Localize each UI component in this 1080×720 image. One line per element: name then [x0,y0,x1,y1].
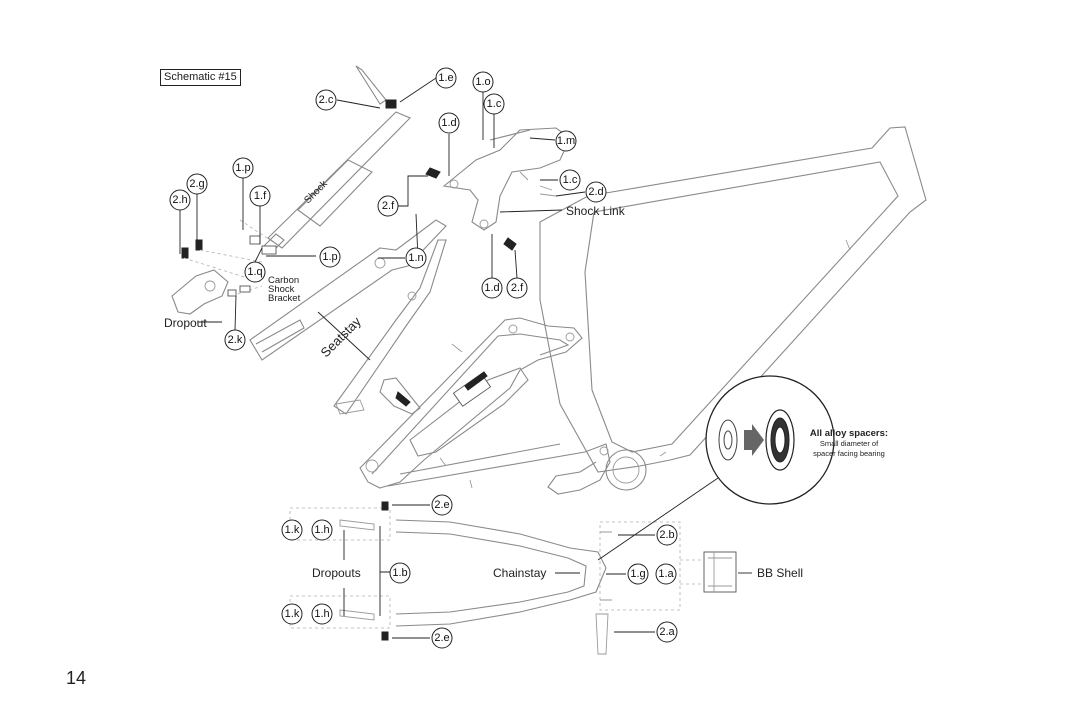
dropouts-label: Dropouts [312,566,361,580]
callout-2k: 2.k [224,329,246,351]
svg-text:2.b: 2.b [659,529,674,541]
callout-1c-top: 1.c [483,93,505,115]
svg-text:1.g: 1.g [630,568,645,580]
callout-2f-right: 2.f [506,277,528,299]
svg-text:2.c: 2.c [319,94,334,106]
callout-1d-bottom: 1.d [481,277,503,299]
dropout-label: Dropout [164,316,207,330]
callout-1a: 1.a [655,563,677,585]
svg-text:1.k: 1.k [285,524,300,536]
svg-text:1.h: 1.h [314,524,329,536]
carbon-shock-bracket-line-1: Carbon [268,275,299,286]
callout-2g: 2.g [186,173,208,195]
chainstay-label: Chainstay [493,566,546,580]
svg-text:1.a: 1.a [658,568,674,580]
callout-2a: 2.a [656,621,678,643]
spacer-note-line-2: spacer facing bearing [813,449,885,458]
svg-text:1.q: 1.q [247,266,262,278]
svg-text:2.a: 2.a [659,626,675,638]
shock-link-part [425,127,571,251]
assembled-rear-end [359,317,611,495]
svg-text:2.f: 2.f [382,200,395,212]
svg-text:1.m: 1.m [557,135,575,147]
svg-text:1.e: 1.e [438,72,453,84]
callout-1k-top: 1.k [281,519,303,541]
svg-text:1.d: 1.d [484,282,499,294]
svg-text:1.k: 1.k [285,608,300,620]
svg-text:1.c: 1.c [563,174,578,186]
svg-text:2.k: 2.k [228,334,243,346]
callout-1d-top: 1.d [438,112,460,134]
spacer-note-line-1: Small diameter of [820,439,879,448]
svg-text:2.d: 2.d [588,186,603,198]
schematic-label: Schematic #15 [160,69,241,86]
callout-2f-left: 2.f [377,195,399,217]
svg-text:2.e: 2.e [434,499,449,511]
callout-2e-bottom: 2.e [431,627,453,649]
callout-2b: 2.b [656,524,678,546]
seatstay-part [249,219,447,415]
callout-1c-mid: 1.c [559,169,581,191]
callout-1o: 1.o [472,71,494,93]
seatstay-label: Seatstay [318,313,365,360]
svg-text:2.f: 2.f [511,282,524,294]
callout-1n: 1.n [405,247,427,269]
svg-text:1.c: 1.c [487,98,502,110]
svg-text:1.h: 1.h [314,608,329,620]
svg-text:1.b: 1.b [392,567,407,579]
svg-text:1.p: 1.p [322,251,337,263]
carbon-shock-bracket-line-2: Shock [268,284,295,295]
page-number: 14 [66,668,87,688]
callout-2d: 2.d [585,181,607,203]
callout-1k-bottom: 1.k [281,603,303,625]
svg-text:1.f: 1.f [254,190,267,202]
callouts: 1.e 1.o 2.c 1.c 1.d 1.m 1.p 2.g 2.h 1.f … [169,67,678,649]
callout-1h-top: 1.h [311,519,333,541]
svg-text:2.g: 2.g [189,178,204,190]
svg-text:2.e: 2.e [434,632,449,644]
callout-1h-bottom: 1.h [311,603,333,625]
svg-text:1.d: 1.d [441,117,456,129]
shock-part [263,65,411,253]
svg-text:1.p: 1.p [235,162,250,174]
callout-2h: 2.h [169,189,191,211]
chainstay-part [289,501,737,655]
bb-shell-label: BB Shell [757,566,803,580]
callout-1e: 1.e [435,67,457,89]
callout-2e-top: 2.e [431,494,453,516]
callout-1p-top: 1.p [232,157,254,179]
shock-link-label: Shock Link [566,204,626,218]
callout-1b: 1.b [389,562,411,584]
svg-text:1.n: 1.n [408,252,423,264]
callout-2c: 2.c [315,89,337,111]
spacer-note-title: All alloy spacers: [810,428,888,439]
spacer-detail [705,375,835,505]
callout-1q: 1.q [244,261,266,283]
callout-1m: 1.m [555,130,577,152]
carbon-shock-bracket-line-3: Bracket [268,293,301,304]
front-frame [539,126,927,491]
svg-text:1.o: 1.o [475,76,490,88]
callout-1f: 1.f [249,185,271,207]
callout-1g: 1.g [627,563,649,585]
svg-text:2.h: 2.h [172,194,187,206]
leader-lines [179,77,752,639]
dropout-hardware [171,219,277,315]
callout-1p-mid: 1.p [319,246,341,268]
